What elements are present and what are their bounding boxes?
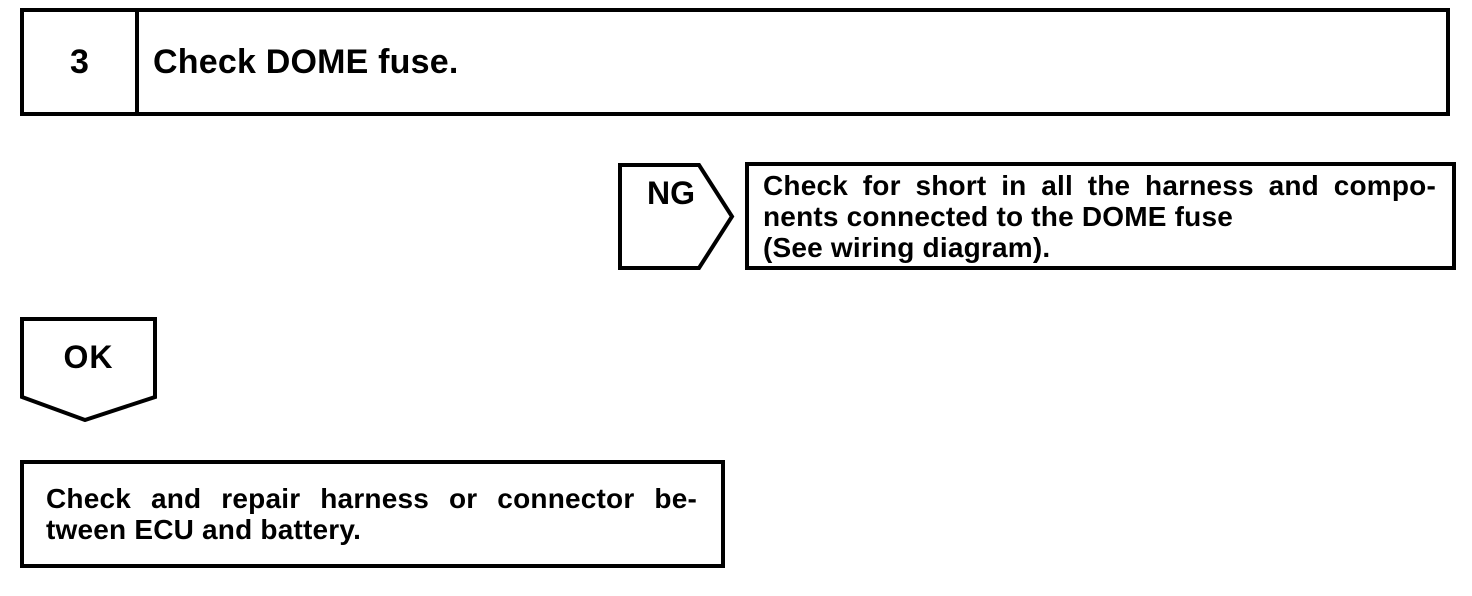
step-number: 3 bbox=[24, 12, 139, 112]
ng-action-line: Check for short in all the harness and c… bbox=[763, 169, 1436, 201]
ng-connector: NG bbox=[618, 163, 735, 270]
ok-action-line: Check and repair harness or connector be… bbox=[46, 483, 697, 514]
ng-arrow-shape bbox=[618, 163, 735, 270]
ok-arrow-shape bbox=[20, 317, 157, 422]
ng-action-line: (See wiring diagram). bbox=[763, 231, 1051, 263]
ng-action-line: nents connected to the DOME fuse bbox=[763, 200, 1233, 232]
ok-label: OK bbox=[63, 338, 114, 375]
ok-action-box: Check and repair harness or connector be… bbox=[20, 460, 725, 568]
step-box: 3 Check DOME fuse. bbox=[20, 8, 1450, 116]
ok-connector: OK bbox=[20, 317, 157, 422]
step-instruction: Check DOME fuse. bbox=[153, 42, 459, 81]
ng-label: NG bbox=[647, 175, 695, 211]
ok-action-line: tween ECU and battery. bbox=[46, 514, 362, 545]
ng-action-box: Check for short in all the harness and c… bbox=[745, 162, 1456, 270]
